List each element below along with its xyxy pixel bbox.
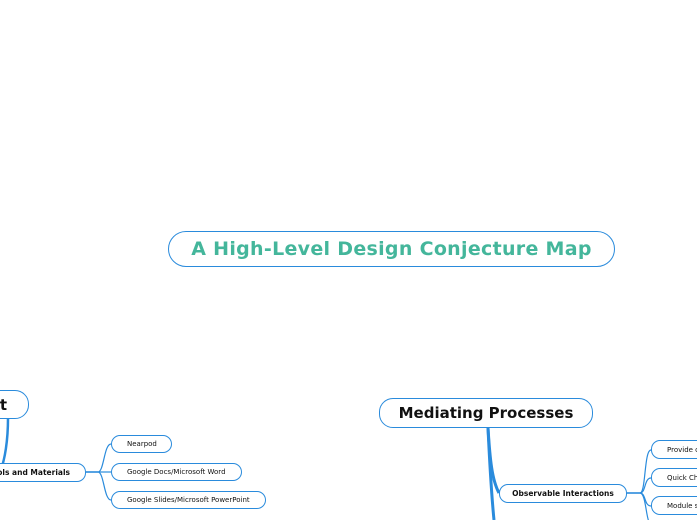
connector-line <box>639 492 649 520</box>
leaf-node[interactable]: Module s <box>651 496 697 515</box>
leaf-node[interactable]: Nearpod <box>111 435 172 453</box>
right-main-topic-label: Mediating Processes <box>398 404 574 422</box>
leaf-label: Google Docs/Microsoft Word <box>127 468 226 476</box>
left-main-topic-label: t <box>0 395 7 414</box>
left-subtopic-label: ools and Materials <box>0 468 70 477</box>
leaf-label: Module s <box>667 501 697 510</box>
leaf-node[interactable]: Google Slides/Microsoft PowerPoint <box>111 491 266 509</box>
left-subtopic[interactable]: ools and Materials <box>0 463 86 482</box>
connector-line <box>486 427 496 520</box>
right-subtopic-label: Observable Interactions <box>512 489 614 498</box>
connector-line <box>639 449 652 494</box>
left-main-topic[interactable]: t <box>0 390 29 419</box>
leaf-node[interactable]: Provide c <box>651 440 697 459</box>
leaf-node[interactable]: Google Docs/Microsoft Word <box>111 463 242 481</box>
central-topic[interactable]: A High-Level Design Conjecture Map <box>168 231 615 267</box>
connector-line <box>639 477 652 494</box>
connector-line <box>97 471 112 501</box>
leaf-label: Google Slides/Microsoft PowerPoint <box>127 496 250 504</box>
central-topic-label: A High-Level Design Conjecture Map <box>191 238 592 260</box>
connector-line <box>97 443 112 473</box>
leaf-label: Quick Ch <box>667 473 697 482</box>
leaf-node[interactable]: Quick Ch <box>651 468 697 487</box>
right-main-topic[interactable]: Mediating Processes <box>379 398 593 428</box>
right-subtopic[interactable]: Observable Interactions <box>499 484 627 503</box>
leaf-label: Nearpod <box>127 440 157 448</box>
leaf-label: Provide c <box>667 445 697 454</box>
